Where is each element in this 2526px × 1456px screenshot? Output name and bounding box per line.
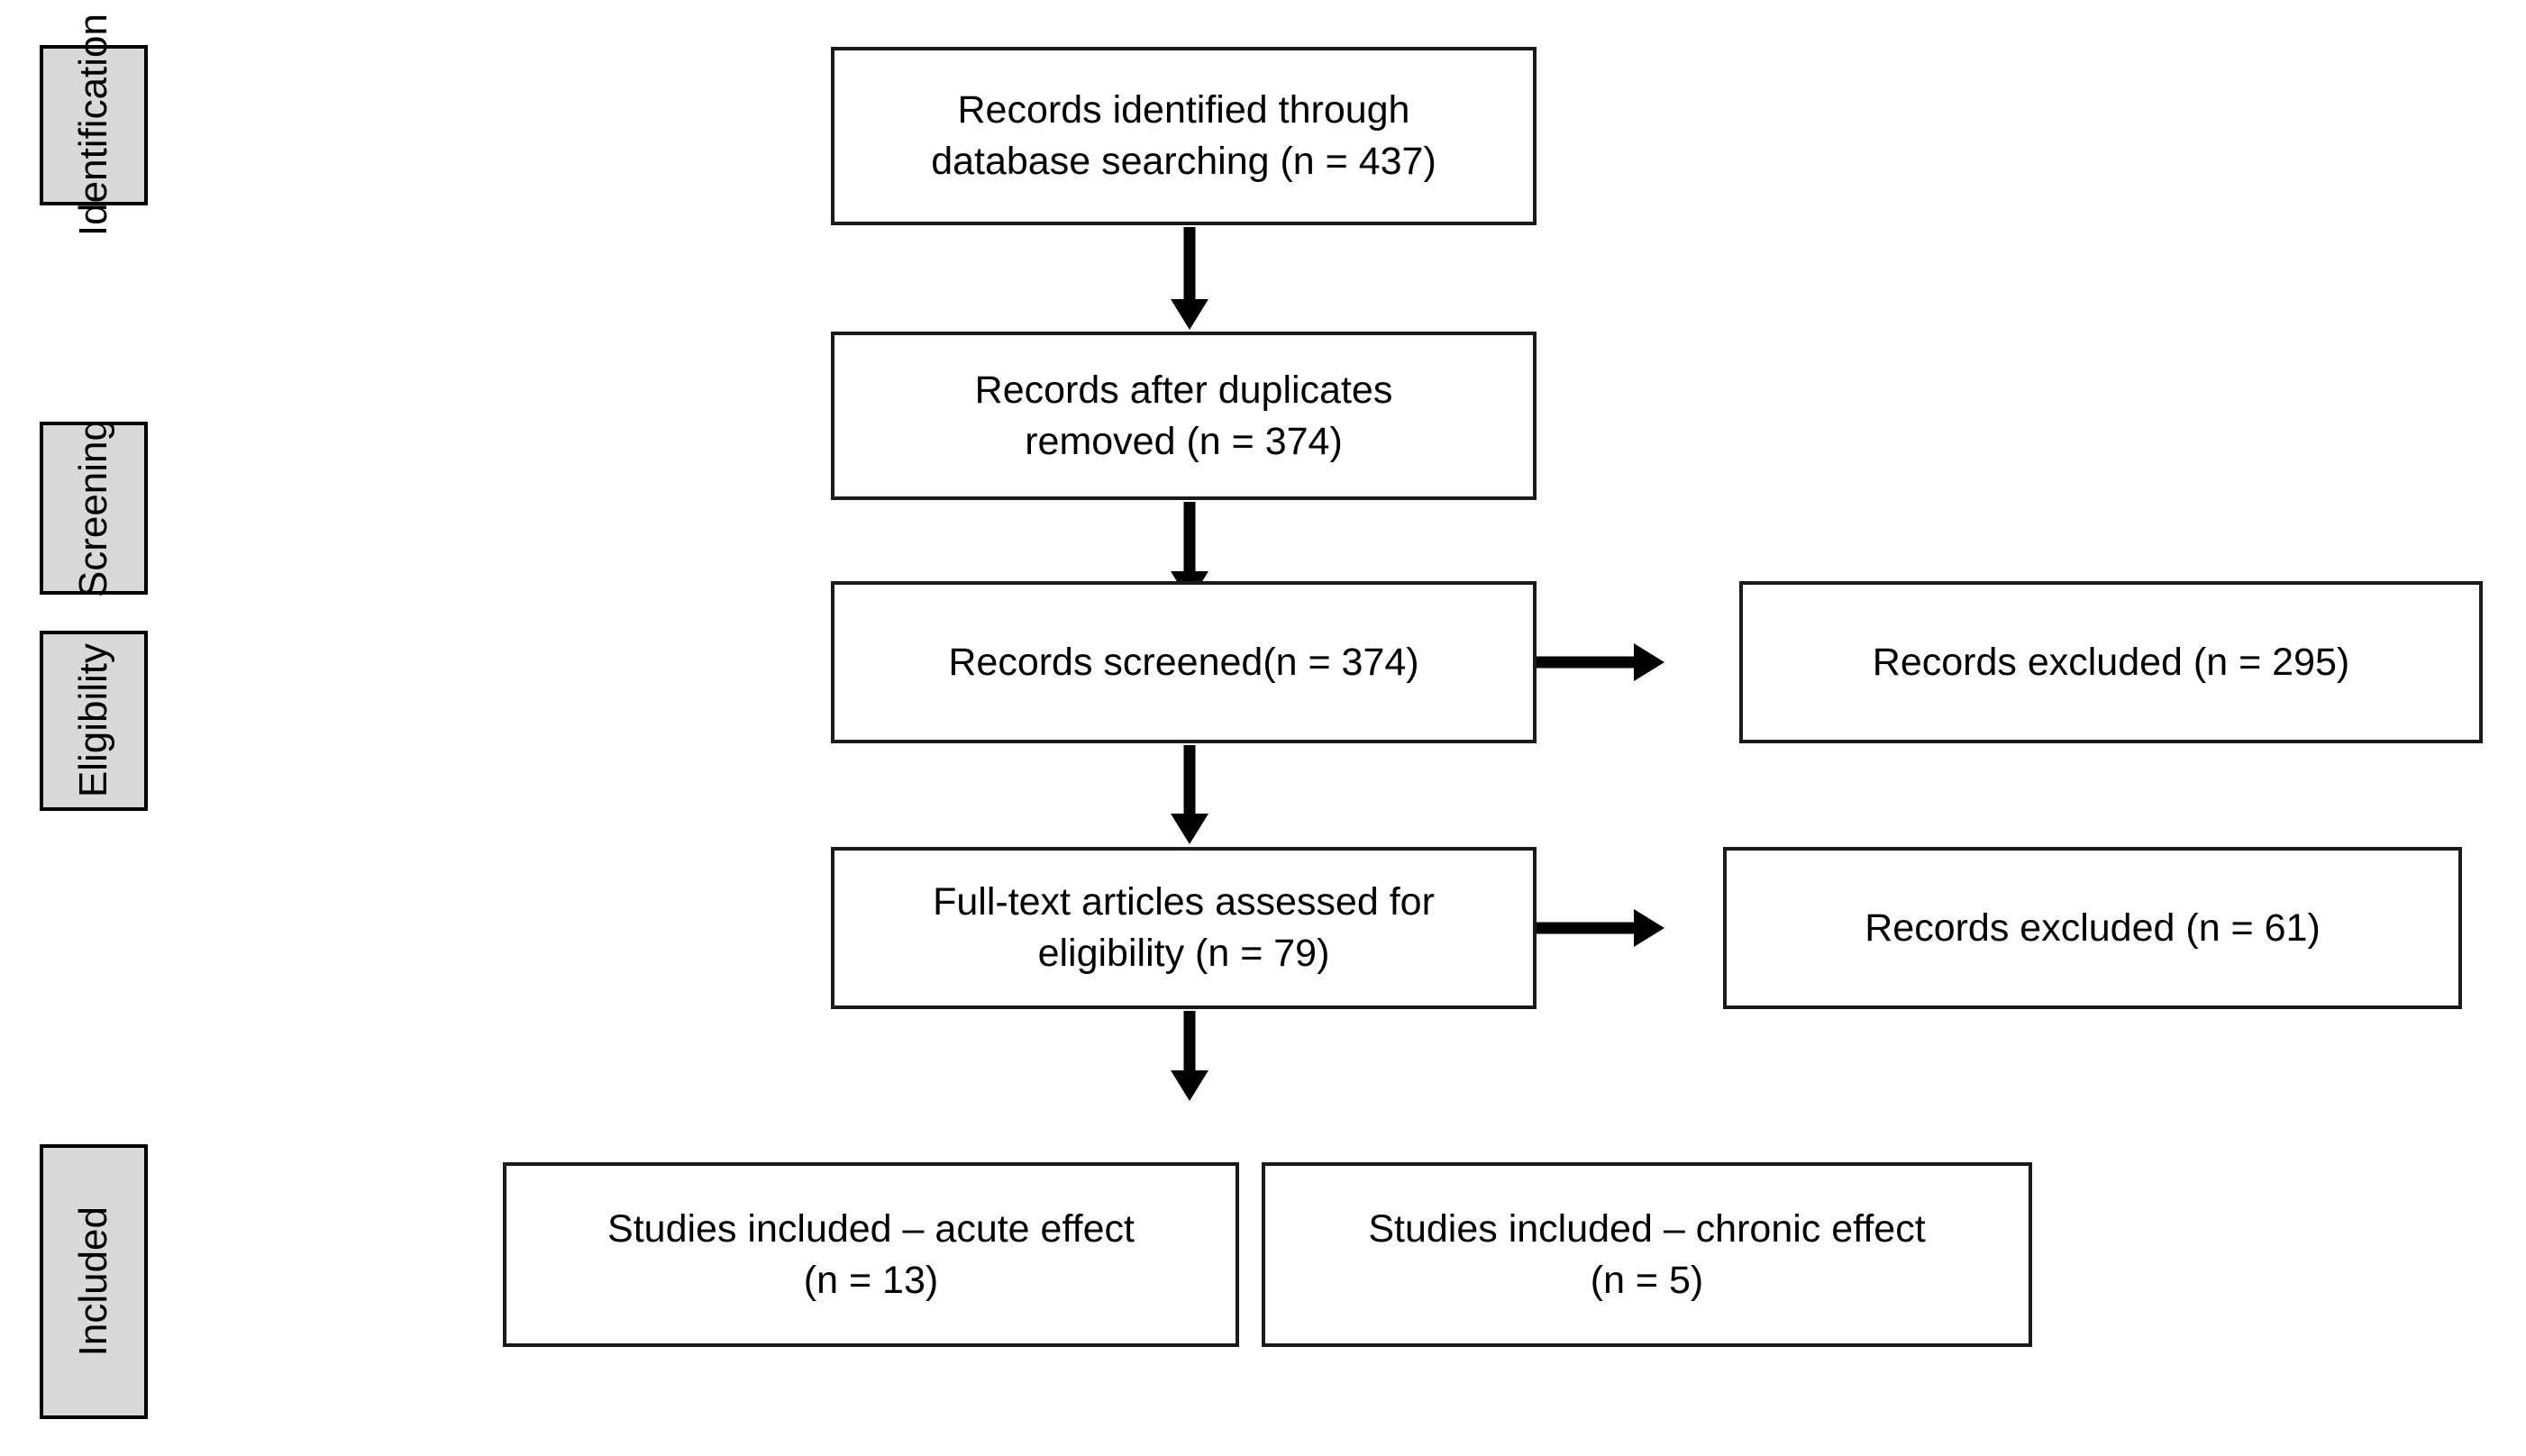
arrow-fulltext-to-included <box>1161 1011 1218 1101</box>
stage-box-eligibility: Eligibility <box>40 631 148 811</box>
stage-label-eligibility: Eligibility <box>71 643 115 798</box>
node-studies-included-acute-text: Studies included – acute effect (n = 13) <box>607 1204 1135 1306</box>
node-studies-included-acute: Studies included – acute effect (n = 13) <box>503 1162 1239 1347</box>
node-full-text-assessed-text: Full-text articles assessed for eligibil… <box>933 877 1435 979</box>
node-records-screened: Records screened(n = 374) <box>831 581 1537 743</box>
node-records-excluded-eligibility: Records excluded (n = 61) <box>1723 847 2462 1009</box>
arrow-identified-to-duplicates <box>1161 227 1218 330</box>
node-records-identified-line2: database searching (n = 437) <box>931 140 1436 183</box>
node-records-excluded-screening: Records excluded (n = 295) <box>1739 581 2483 743</box>
node-full-text-assessed-line1: Full-text articles assessed for <box>933 880 1435 924</box>
node-records-identified-line1: Records identified through <box>957 88 1410 132</box>
stage-label-identification: Identification <box>71 14 115 237</box>
node-records-screened-line1: Records screened(n = 374) <box>948 640 1419 684</box>
node-studies-included-chronic-line1: Studies included – chronic effect <box>1368 1206 1926 1251</box>
node-records-identified: Records identified through database sear… <box>831 47 1537 225</box>
stage-box-included: Included <box>40 1144 148 1419</box>
node-studies-included-chronic-text: Studies included – chronic effect (n = 5… <box>1368 1204 1925 1306</box>
node-full-text-assessed-line2: eligibility (n = 79) <box>1037 932 1330 975</box>
node-studies-included-acute-line2: (n = 13) <box>803 1258 939 1302</box>
node-studies-included-chronic-line2: (n = 5) <box>1590 1258 1704 1302</box>
node-records-after-duplicates-line1: Records after duplicates <box>974 368 1393 412</box>
stage-label-screening: Screening <box>71 418 115 598</box>
node-records-identified-text: Records identified through database sear… <box>931 85 1436 187</box>
stage-box-screening: Screening <box>40 418 148 598</box>
node-studies-included-acute-line1: Studies included – acute effect <box>607 1206 1135 1251</box>
node-records-excluded-screening-text: Records excluded (n = 295) <box>1873 637 2349 688</box>
node-records-after-duplicates-text: Records after duplicates removed (n = 37… <box>975 365 1393 468</box>
stage-label-included: Included <box>71 1206 115 1357</box>
node-records-excluded-eligibility-text: Records excluded (n = 61) <box>1865 903 2321 954</box>
arrow-fulltext-to-excluded <box>1537 908 1664 948</box>
stage-box-identification: Identification <box>40 14 148 237</box>
node-records-after-duplicates: Records after duplicates removed (n = 37… <box>831 332 1537 500</box>
node-studies-included-chronic: Studies included – chronic effect (n = 5… <box>1262 1162 2032 1347</box>
node-records-screened-text: Records screened(n = 374) <box>948 637 1418 688</box>
node-records-excluded-eligibility-line1: Records excluded (n = 61) <box>1865 905 2321 950</box>
node-full-text-assessed: Full-text articles assessed for eligibil… <box>831 847 1537 1009</box>
node-records-after-duplicates-line2: removed (n = 374) <box>1025 419 1343 463</box>
arrow-screened-to-excluded <box>1537 642 1664 682</box>
node-records-excluded-screening-line1: Records excluded (n = 295) <box>1872 640 2350 684</box>
arrow-screened-to-fulltext <box>1161 745 1218 844</box>
